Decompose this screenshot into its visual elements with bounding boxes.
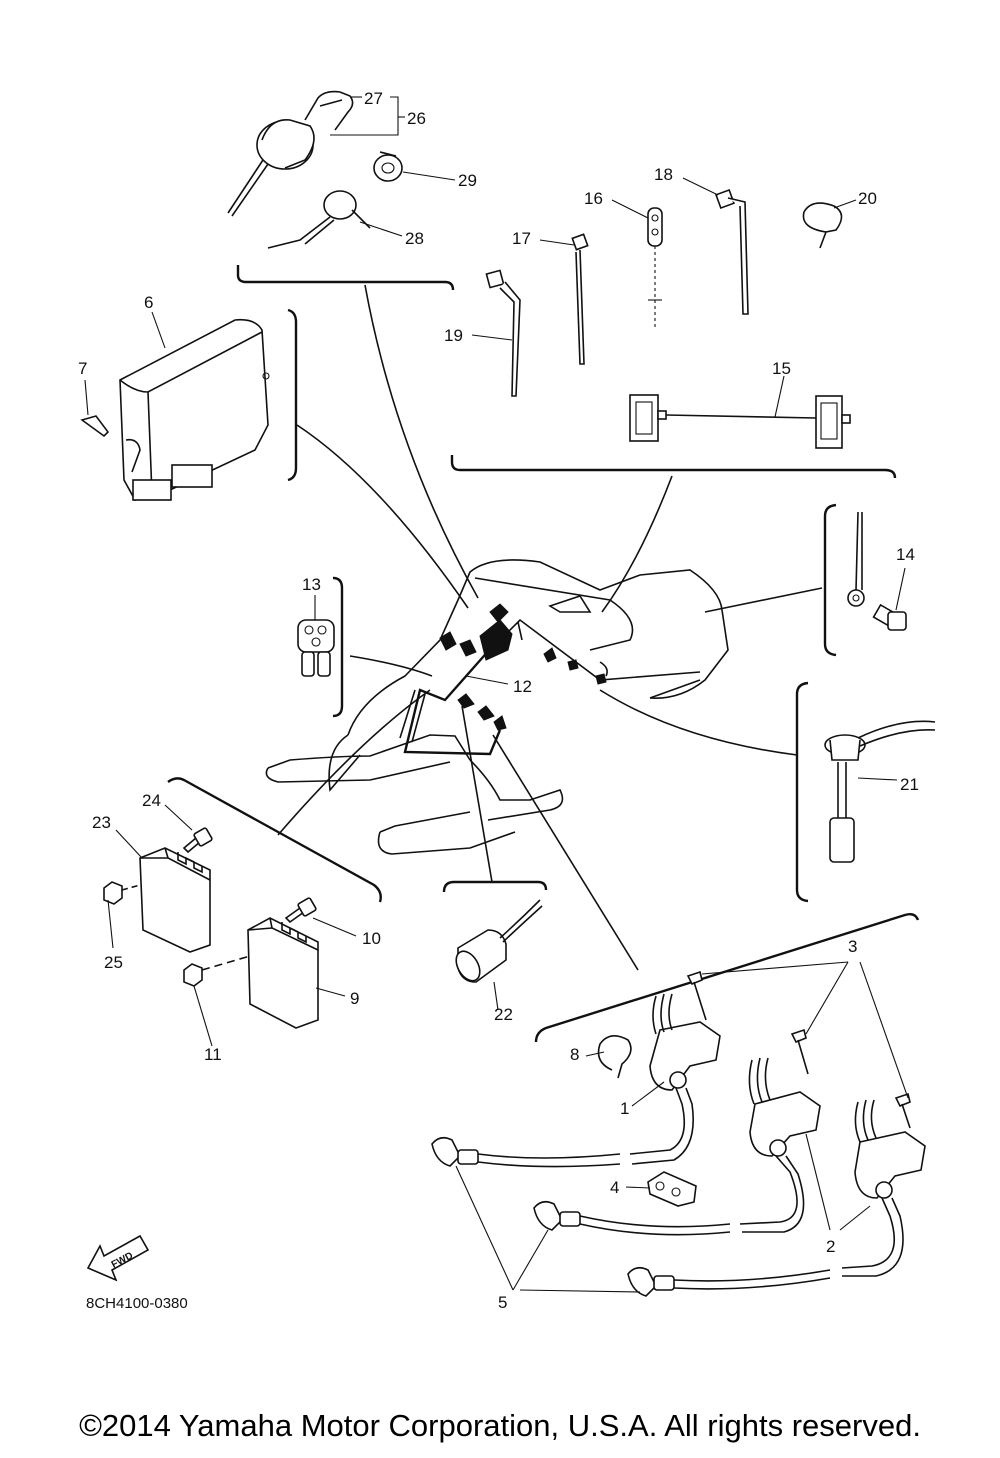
part-label: 19 [444,326,463,345]
part-label: 4 [610,1178,619,1197]
part-label: 27 [364,89,383,108]
part-group-terminal-14 [823,503,907,657]
part-group-sensor-21 [795,681,936,903]
part-group-ecu [80,308,298,501]
part-label: 24 [142,791,161,810]
part-label: 2 [826,1237,835,1256]
part-label: 1 [620,1099,629,1118]
part-label: 16 [584,189,603,208]
part-label: 15 [772,359,791,378]
part-label: 9 [350,989,359,1008]
part-label: 25 [104,953,123,972]
part-label: 6 [144,293,153,312]
copyright-notice: ©2014 Yamaha Motor Corporation, U.S.A. A… [79,1408,921,1443]
part-label: 14 [896,545,915,564]
part-label: 13 [302,575,321,594]
part-label: 28 [405,229,424,248]
drawing-code: 8CH4100-0380 [86,1295,188,1312]
part-label: 21 [900,775,919,794]
part-label: 18 [654,165,673,184]
part-label: 3 [848,937,857,956]
part-group-sensor-22 [442,880,548,1011]
parts-diagram: FWD 1 2 3 4 5 6 7 8 9 10 11 12 13 14 15 … [78,89,936,1312]
part-label: 7 [78,359,87,378]
part-group-frame-harness [265,559,729,855]
fwd-arrow-icon: FWD [86,1234,150,1282]
part-label: 12 [513,677,532,696]
part-label: 22 [494,1005,513,1024]
part-group-clamps [450,177,897,479]
part-label: 26 [407,109,426,128]
part-labels: 1 2 3 4 5 6 7 8 9 10 11 12 13 14 15 16 1… [78,89,919,1312]
part-label: 17 [512,229,531,248]
connecting-leaders [277,284,823,971]
part-group-ignition-coils [431,912,926,1297]
part-group-rectifiers [103,777,382,1047]
part-group-key-switch [227,90,456,291]
part-label: 29 [458,171,477,190]
part-label: 23 [92,813,111,832]
part-label: 20 [858,189,877,208]
part-label: 11 [204,1045,222,1064]
part-label: 10 [362,929,381,948]
part-label: 8 [570,1045,579,1064]
part-group-connector-13 [297,576,344,718]
part-label: 5 [498,1293,507,1312]
